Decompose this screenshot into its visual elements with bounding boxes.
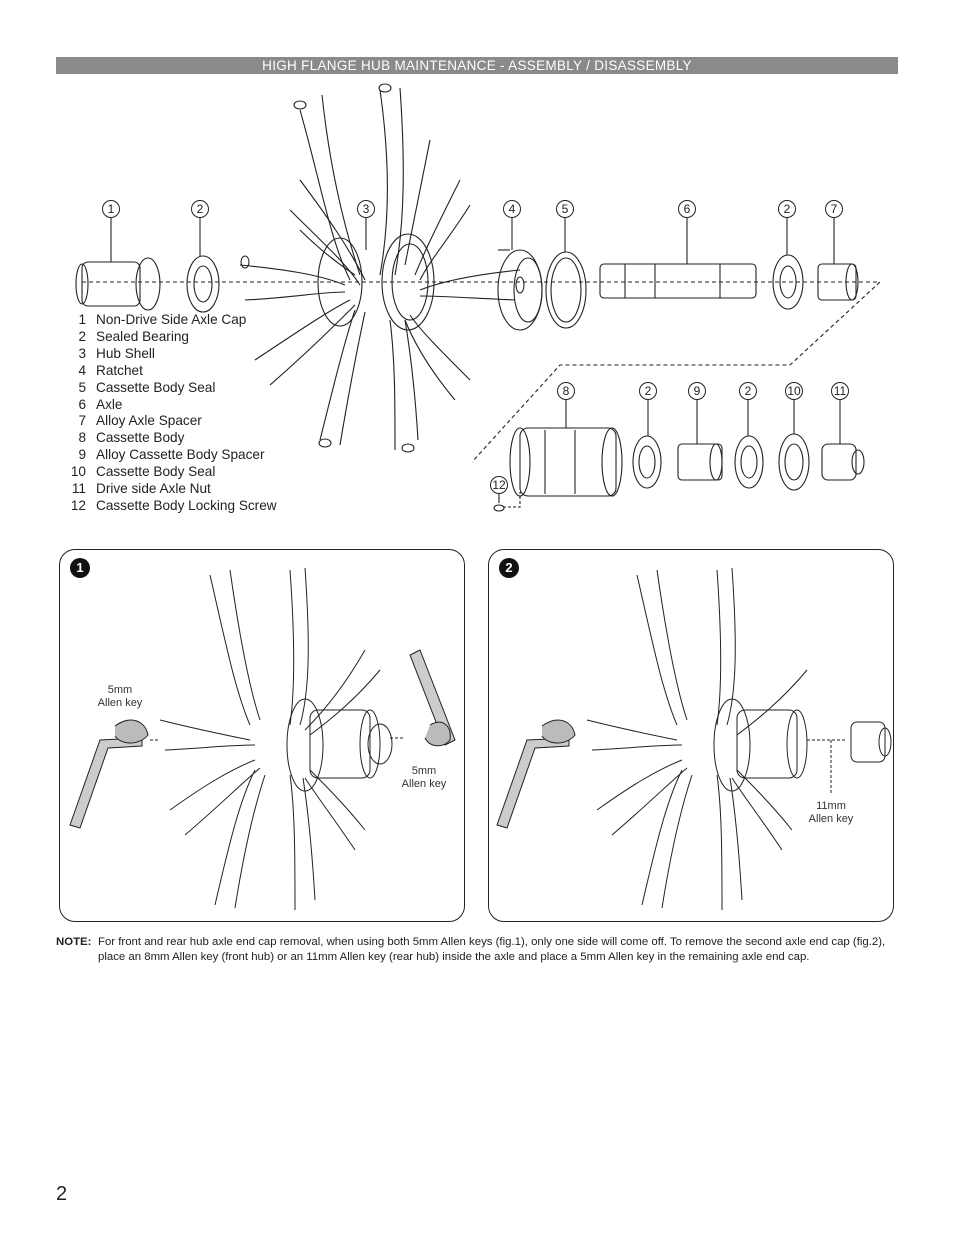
callout-text: 10 — [787, 384, 801, 398]
callout-leaders — [110, 218, 841, 503]
callout-9 — [688, 382, 706, 400]
callout-text: 12 — [492, 478, 506, 492]
figure-2-drawing — [496, 567, 892, 911]
callout-8 — [557, 382, 575, 400]
callout-text: 11 — [834, 384, 847, 398]
callout-2c — [639, 382, 657, 400]
callout-text: 2 — [784, 202, 791, 216]
callout-text: 2 — [645, 384, 652, 398]
callout-2b — [778, 200, 796, 218]
callout-text: 7 — [831, 202, 838, 216]
part-locking-screw — [493, 492, 521, 512]
part-bearing-3 — [632, 435, 662, 489]
hub-shell-drawing — [239, 83, 525, 453]
callout-3 — [357, 200, 375, 218]
callout-text: 1 — [108, 202, 115, 216]
callout-12 — [490, 476, 508, 494]
part-axle-nut — [821, 443, 865, 481]
callout-text: 2 — [745, 384, 752, 398]
callout-6 — [678, 200, 696, 218]
page-number: 2 — [56, 1183, 68, 1205]
figure-1-badge: 1 — [70, 558, 90, 578]
part-cassette-body — [509, 427, 623, 497]
callout-2d — [739, 382, 757, 400]
figure-1-drawing — [69, 567, 456, 911]
callout-text: 9 — [694, 384, 701, 398]
callout-4 — [503, 200, 521, 218]
part-ratchet — [497, 249, 543, 331]
callout-5 — [556, 200, 574, 218]
part-seal-1 — [545, 251, 587, 329]
section-header: HIGH FLANGE HUB MAINTENANCE - ASSEMBLY /… — [56, 57, 898, 74]
callout-2a — [191, 200, 209, 218]
part-axle — [599, 263, 757, 299]
callout-text: 6 — [684, 202, 691, 216]
callout-10 — [785, 382, 803, 400]
note-text: For front and rear hub axle end cap remo… — [98, 936, 886, 963]
callout-text: 4 — [509, 202, 516, 216]
exploded-hub-diagram: 1 2 3 4 5 6 2 7 8 2 9 2 10 11 12 — [75, 83, 882, 512]
note-paragraph: NOTE: For front and rear hub axle end cap… — [56, 935, 898, 965]
note-label: NOTE: — [56, 936, 92, 948]
part-seal-2 — [778, 433, 810, 491]
figure-2-badge: 2 — [499, 558, 519, 578]
callout-text: 2 — [197, 202, 204, 216]
callout-7 — [825, 200, 843, 218]
part-bearing-4 — [734, 435, 764, 489]
part-cassette-spacer — [677, 443, 723, 481]
callout-text: 3 — [363, 202, 370, 216]
callout-text: 8 — [563, 384, 570, 398]
part-bearing-1 — [186, 255, 220, 313]
callout-text: 5 — [562, 202, 569, 216]
callout-1 — [102, 200, 120, 218]
callout-11 — [831, 382, 849, 400]
part-axle-cap — [75, 257, 161, 311]
